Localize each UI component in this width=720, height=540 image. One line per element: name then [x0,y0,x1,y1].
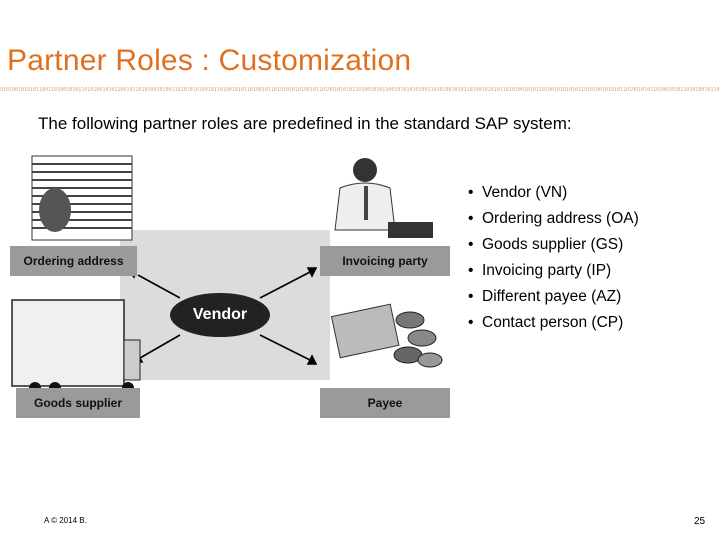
decorative-binary-strip: 0101001010101100110100101011010100101011… [0,87,720,93]
footer-copyright: A © 2014 B. [44,516,87,525]
list-item: • Invoicing party (IP) [468,258,639,284]
arrow-head-invoicing [306,267,318,278]
arrow-head-payee [306,354,318,365]
list-item: • Vendor (VN) [468,180,639,206]
list-item: • Goods supplier (GS) [468,232,639,258]
diagram-illustration [11,155,443,394]
arrow-ordering [137,274,181,299]
list-item: • Ordering address (OA) [468,206,639,232]
role-invoicing-party: Invoicing party [320,246,450,276]
partner-role-list: • Vendor (VN) • Ordering address (OA) • Goo… [468,180,639,336]
role-ordering-address: Ordering address [10,246,137,276]
list-item-text: Different payee (AZ) [482,288,622,305]
bullet-glyph: • [468,210,474,227]
man-at-desk-image [330,158,433,242]
bullet-glyph: • [468,184,474,201]
bullet-glyph: • [468,288,474,305]
arrow-payee [259,334,311,361]
role-payee: Payee [320,388,450,418]
bullet-glyph: • [468,314,474,331]
slide-title: Partner Roles : Customization [7,44,412,77]
list-item-text: Ordering address (OA) [482,210,639,227]
page-number: 25 [694,516,706,527]
list-item: • Different payee (AZ) [468,284,639,310]
partner-roles-diagram: Ordering address Invoicing party Goods s… [10,150,450,422]
vendor-center: Vendor [170,293,270,337]
list-item: • Contact person (CP) [468,310,639,336]
list-item-text: Contact person (CP) [482,314,624,331]
list-item-text: Vendor (VN) [482,184,568,201]
arrow-invoicing [259,271,311,299]
building-image [31,155,133,241]
arrow-goods [139,334,181,359]
slide-subtitle: The following partner roles are predefin… [38,114,572,133]
list-item-text: Goods supplier (GS) [482,236,624,253]
truck-image [11,299,141,394]
list-item-text: Invoicing party (IP) [482,262,612,279]
bullet-glyph: • [468,236,474,253]
bullet-glyph: • [468,262,474,279]
role-goods-supplier: Goods supplier [16,388,140,418]
money-coins-image [330,303,443,368]
